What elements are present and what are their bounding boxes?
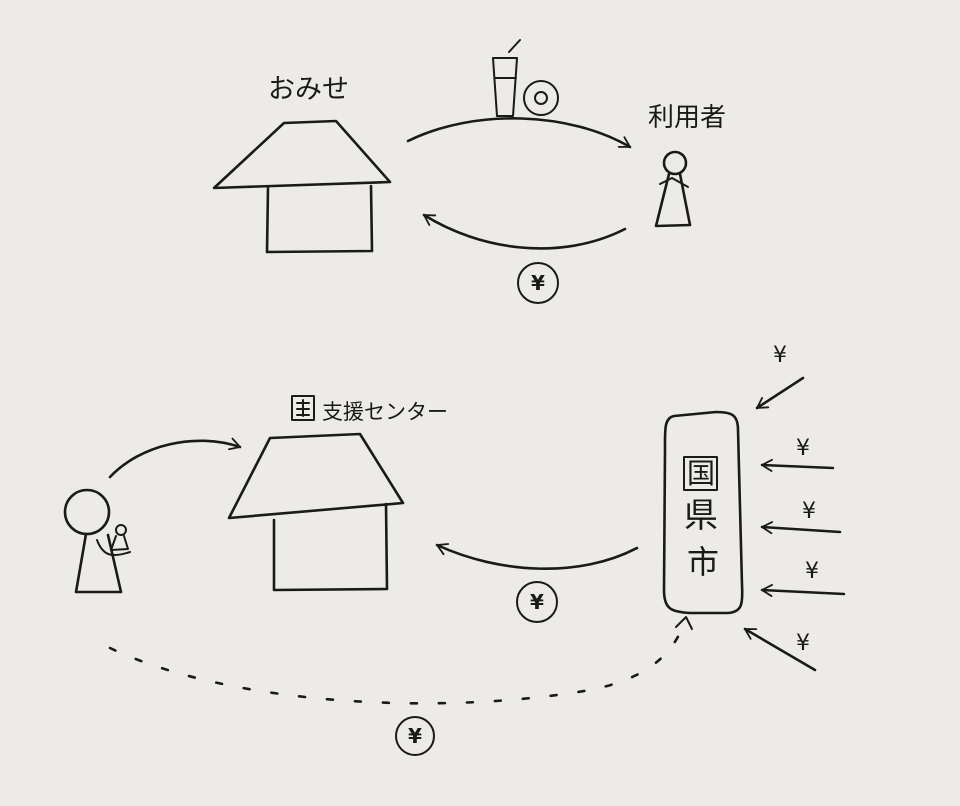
- direct-payment-coin-icon: ¥: [395, 716, 435, 756]
- drink-cup-icon: [492, 39, 521, 117]
- tax-yen-symbol: ¥: [805, 559, 819, 584]
- tax-inflow-2: ¥: [760, 436, 835, 472]
- payment-flow-arrow: [422, 213, 627, 250]
- tax-inflow-3: ¥: [760, 499, 842, 535]
- government-label-prefecture: 県: [684, 496, 718, 536]
- government-label-national: 国: [687, 457, 715, 490]
- tax-inflow-1: ¥: [755, 343, 805, 410]
- national-emblem-icon: [291, 395, 315, 421]
- support-center-label: 支援センター: [322, 400, 448, 424]
- tax-inflow-5: ¥: [743, 627, 817, 672]
- user-label: 利用者: [648, 103, 726, 133]
- parent-with-child-icon: [63, 488, 131, 594]
- tax-yen-symbol: ¥: [796, 436, 810, 461]
- goods-flow-arrow: [406, 117, 632, 149]
- user-person-icon: [654, 150, 692, 228]
- visit-flow-arrow: [108, 437, 242, 479]
- government-label-city: 市: [687, 543, 719, 581]
- subsidy-coin-icon: ¥: [516, 581, 558, 623]
- shop-label: おみせ: [268, 74, 349, 105]
- shop-house-icon: [212, 119, 392, 254]
- direct-payment-dotted-arrow: [108, 622, 686, 705]
- dotted-arrowhead: [675, 616, 693, 630]
- subsidy-coin-symbol: ¥: [530, 590, 544, 614]
- donut-icon: [523, 80, 559, 116]
- direct-coin-symbol: ¥: [408, 724, 422, 748]
- coin-symbol: ¥: [531, 271, 545, 295]
- yen-coin-icon: ¥: [517, 262, 559, 304]
- government-tower: 国 県 市: [662, 410, 744, 615]
- tax-yen-symbol: ¥: [773, 343, 787, 368]
- subsidy-flow-arrow: [435, 543, 639, 571]
- tax-inflow-4: ¥: [760, 559, 846, 597]
- tax-yen-symbol: ¥: [796, 631, 810, 656]
- tax-yen-symbol: ¥: [802, 499, 816, 524]
- support-center-house-icon: [227, 432, 405, 592]
